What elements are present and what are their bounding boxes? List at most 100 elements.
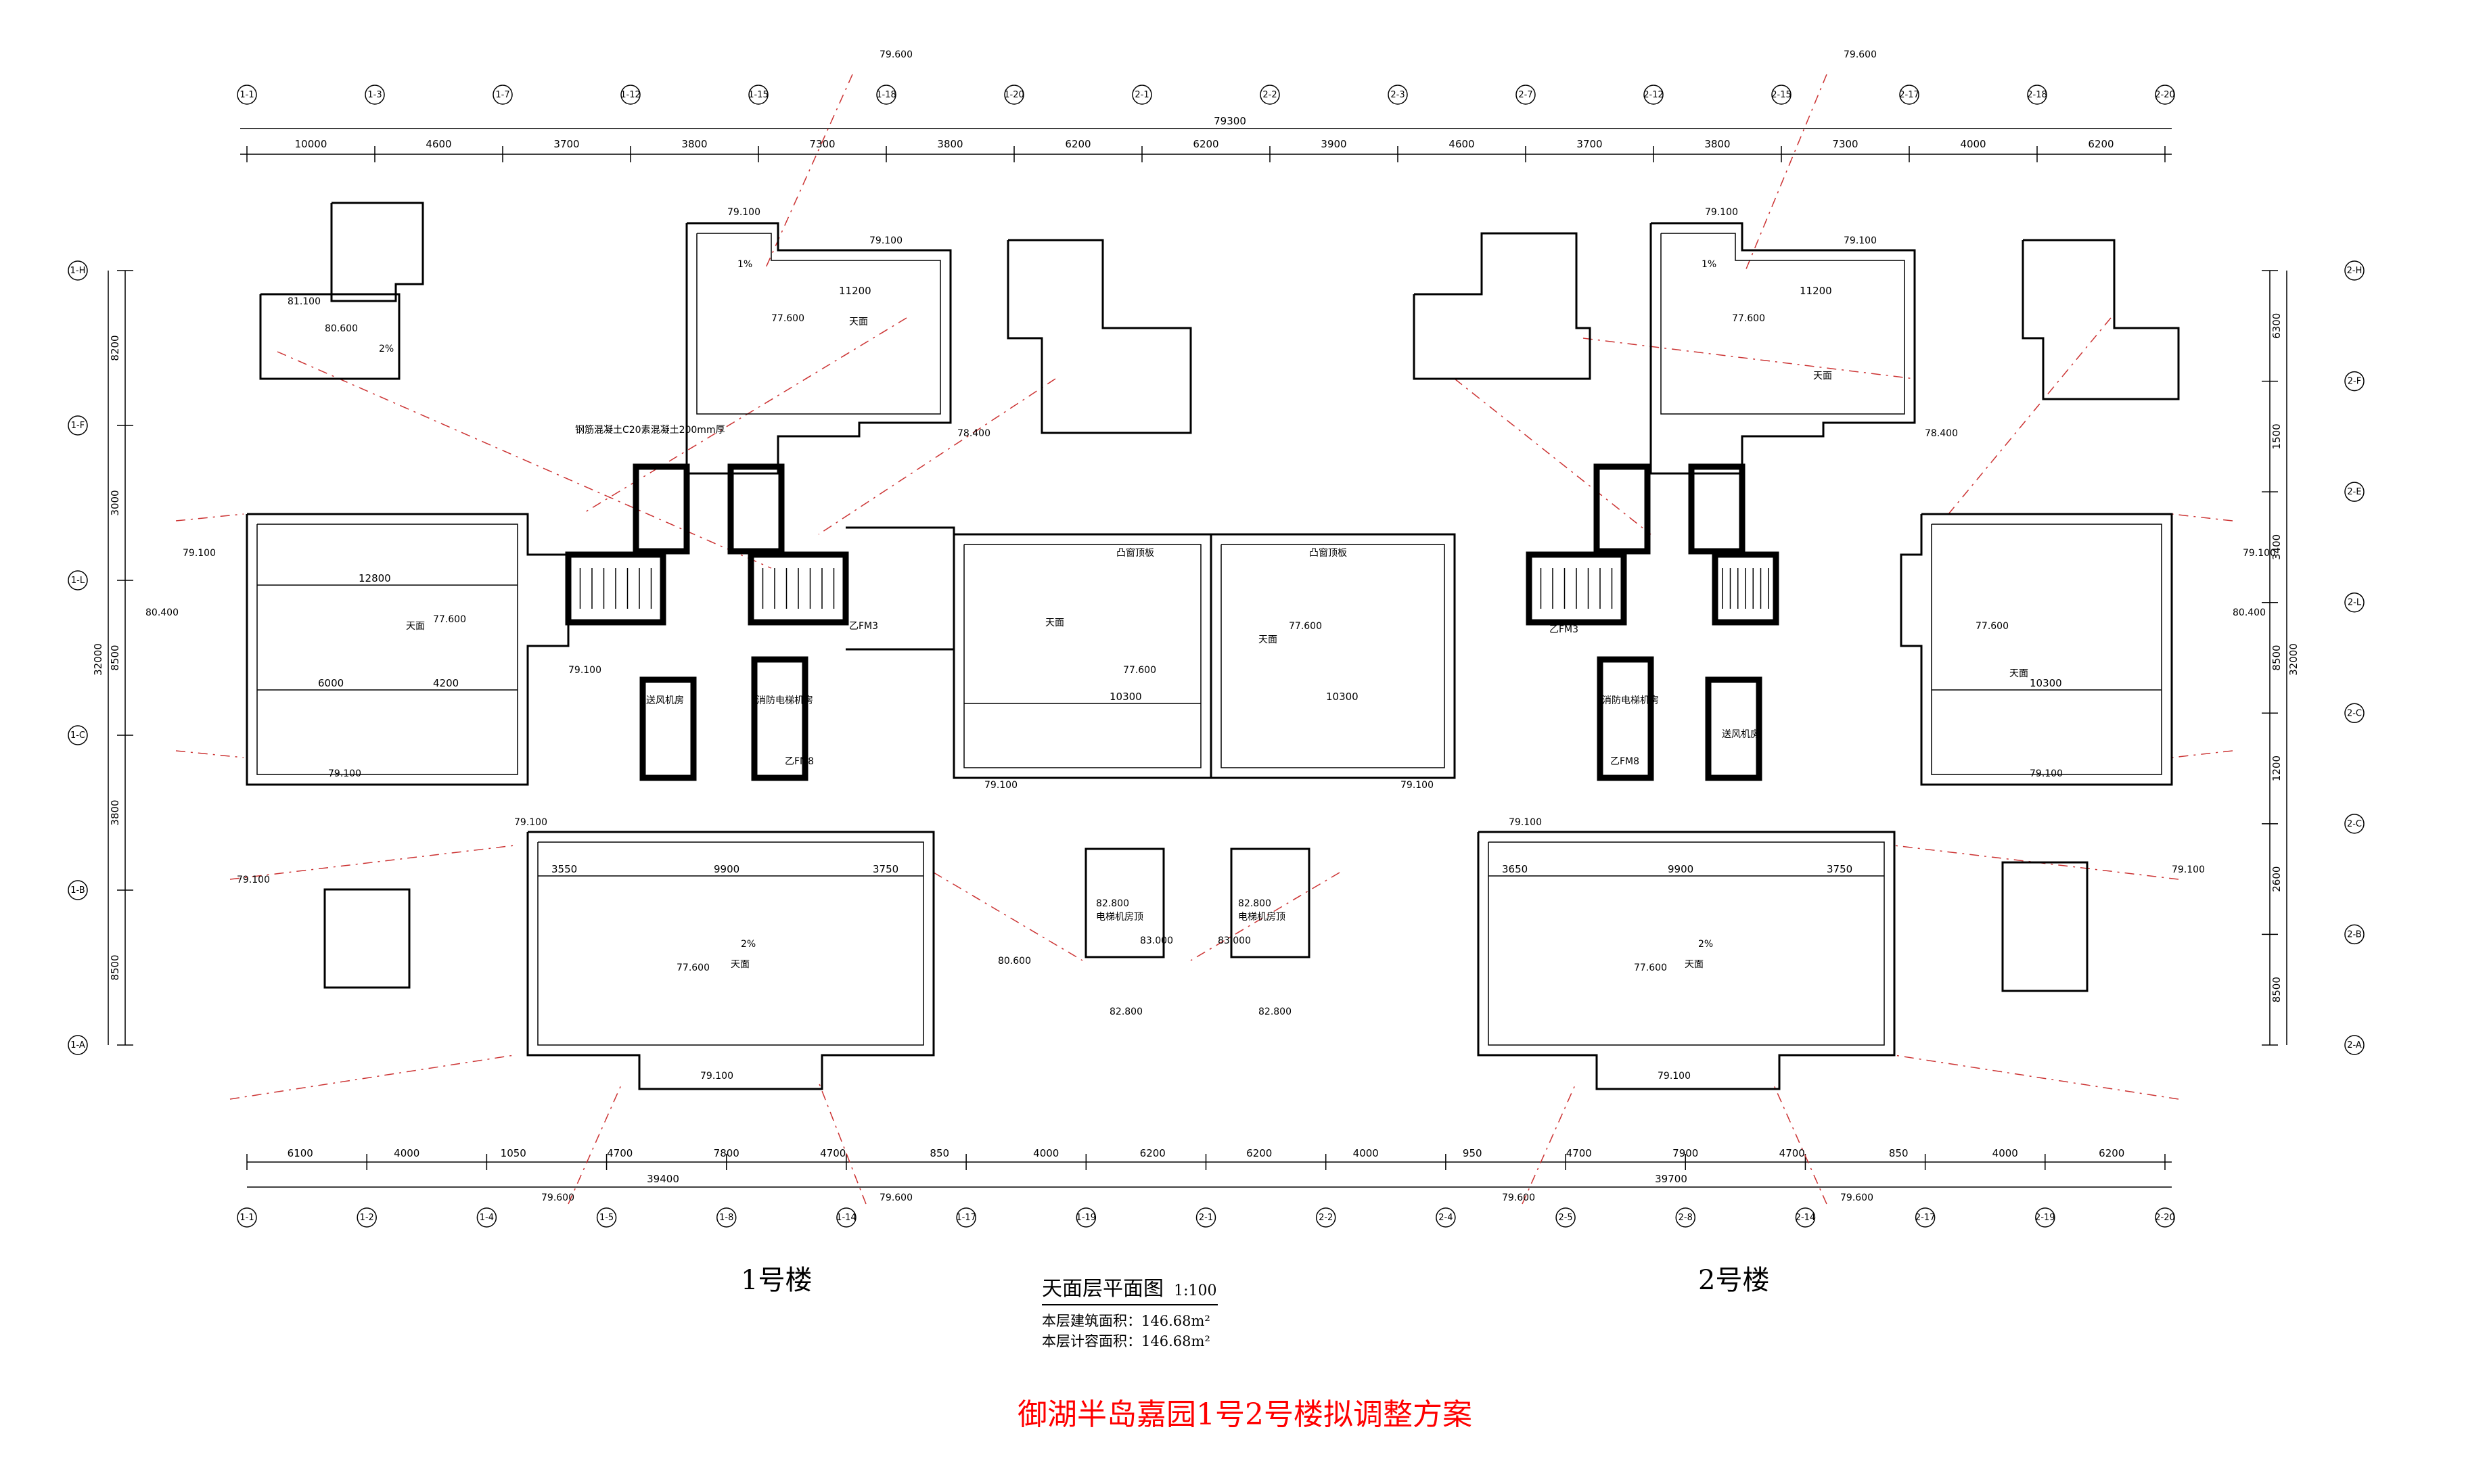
bottom-dimension: 6100 [288, 1147, 313, 1159]
elev-marker-2: 79.600 [1844, 49, 1877, 60]
top-axis-bubble [1260, 85, 1280, 105]
right-axis-bubble [2344, 814, 2365, 834]
left-dimension: 3800 [109, 799, 121, 825]
bottom-dimension: 4700 [1779, 1147, 1805, 1159]
b1-south-roof-label: 天面 [731, 959, 750, 970]
right-axis-label: 2-A [2347, 1040, 2362, 1050]
top-axis-bubble [620, 85, 641, 105]
top-axis-label: 1-20 [1004, 90, 1024, 100]
drawing-scale: 1:100 [1174, 1282, 1217, 1299]
top-axis-bubble [2027, 85, 2047, 105]
bottom-axis-bubble [237, 1207, 257, 1228]
top-dimension: 3700 [1576, 138, 1602, 150]
b2-fire-elevator-label: 消防电梯机房 [1602, 695, 1659, 706]
bottom-axis-label: 1-5 [599, 1213, 614, 1223]
elev-marker-11: 79.100 [183, 548, 216, 559]
b1-stair-treads [579, 568, 835, 609]
right-dimension: 2600 [2271, 866, 2283, 892]
b1-annotation: 钢筋混凝土C20素混凝土200mm厚 [575, 424, 725, 436]
slope-marker-1: 2% [379, 344, 394, 354]
bottom-dimension: 850 [1889, 1147, 1909, 1159]
elev-marker-21: 79.100 [1509, 817, 1542, 828]
top-axis-label: 2-2 [1262, 90, 1277, 100]
left-axis-label: 1-H [70, 266, 86, 276]
top-axis-bubble [493, 85, 513, 105]
top-axis-bubble [365, 85, 385, 105]
b1-balcony-ne [1007, 239, 1192, 434]
slope-marker-2: 1% [737, 259, 752, 270]
top-dimension: 7300 [809, 138, 835, 150]
mid-roof-label-right: 天面 [1258, 634, 1277, 645]
top-axis-label: 2-18 [2027, 90, 2047, 100]
elev-marker-20: 79.100 [514, 817, 547, 828]
bottom-dimension: 4700 [1566, 1147, 1592, 1159]
b1-door-fm8: 乙FM8 [785, 756, 814, 767]
left-axis-label: 1-B [70, 885, 85, 896]
elev-marker-29: 79.100 [700, 1071, 733, 1082]
elev-marker-33: 79.600 [1502, 1192, 1535, 1203]
right-axis-bubble [2344, 1035, 2365, 1055]
right-dimension: 3400 [2271, 534, 2283, 560]
b2-fan-room-lower [1705, 676, 1762, 781]
elev-marker-28: 82.800 [1258, 1006, 1292, 1017]
slope-marker-3: 1% [1702, 259, 1716, 270]
left-axis-bubble [68, 725, 88, 745]
right-axis-bubble [2344, 924, 2365, 945]
bottom-axis-label: 1-2 [360, 1213, 374, 1223]
top-dimension: 4600 [426, 138, 451, 150]
b1-west-elev: 77.600 [433, 614, 466, 625]
b1-upper-roof [685, 222, 952, 475]
b1-fan-room-lower [639, 676, 697, 781]
top-axis-bubble [1132, 85, 1152, 105]
left-axis-label: 1-L [71, 576, 85, 586]
right-axis-bubble [2344, 482, 2365, 502]
bottom-axis-label: 2-19 [2035, 1213, 2055, 1223]
drawing-title-block: 天面层平面图 1:100 本层建筑面积：146.68m² 本层计容面积：146.… [1042, 1272, 1421, 1351]
bottom-axis-label: 1-17 [956, 1213, 976, 1223]
b1-fire-elevator-room [751, 656, 808, 781]
b1-dim-9900: 9900 [714, 863, 739, 875]
right-axis-label: 2-B [2347, 929, 2361, 940]
b1-fan-room-label: 送风机房 [646, 695, 684, 706]
b1-balcony-nw2 [259, 293, 401, 380]
b1-dim-3550: 3550 [551, 863, 577, 875]
b2-balcony-nw [1413, 232, 1591, 380]
right-axis-label: 2-L [2348, 598, 2362, 608]
right-axis-bubble [2344, 703, 2365, 724]
b1-upper-roof-label: 天面 [849, 317, 868, 327]
bottom-axis-bubble [956, 1207, 976, 1228]
bottom-dimension: 850 [930, 1147, 949, 1159]
top-dimension: 10000 [295, 138, 327, 150]
b2-dim-9900: 9900 [1668, 863, 1693, 875]
bottom-axis-bubble [1315, 1207, 1336, 1228]
bottom-dimension: 4000 [1353, 1147, 1379, 1159]
right-dimension: 8500 [2271, 645, 2283, 670]
top-axis-label: 2-12 [1643, 90, 1664, 100]
left-axis-label: 1-F [71, 421, 85, 431]
bottom-axis-bubble [1195, 1207, 1216, 1228]
dashed-reference-lines [175, 74, 2233, 1205]
right-axis-label: 2-C [2347, 819, 2362, 829]
bottom-dimension: 7900 [1672, 1147, 1698, 1159]
right-axis-label: 2-E [2347, 487, 2361, 497]
right-axis-grid: 2-H2-F2-E2-L2-C2-C2-B2-A6300150034008500… [2262, 260, 2365, 1055]
b1-elevator-room-1 [1085, 848, 1165, 958]
top-axis-label: 1-7 [495, 90, 509, 100]
top-axis-label: 1-15 [748, 90, 769, 100]
b1-west-wing [246, 513, 570, 786]
bottom-dimension: 4700 [607, 1147, 633, 1159]
b1-balcony-nw [330, 202, 424, 302]
left-axis-label: 1-C [70, 731, 85, 741]
b2-fan-room-top-right [1688, 463, 1746, 555]
top-axis-bubble [1643, 85, 1664, 105]
b2-fan-room-top-left [1593, 463, 1651, 555]
elev-marker-31: 79.600 [541, 1192, 574, 1203]
right-axis-label: 2-C [2347, 708, 2362, 718]
bottom-axis-label: 2-4 [1438, 1213, 1453, 1223]
top-axis-label: 2-1 [1135, 90, 1149, 100]
bottom-dimension: 7800 [714, 1147, 739, 1159]
b2-east-roof-label: 天面 [2009, 668, 2028, 679]
b2-east-wing [1900, 513, 2173, 786]
